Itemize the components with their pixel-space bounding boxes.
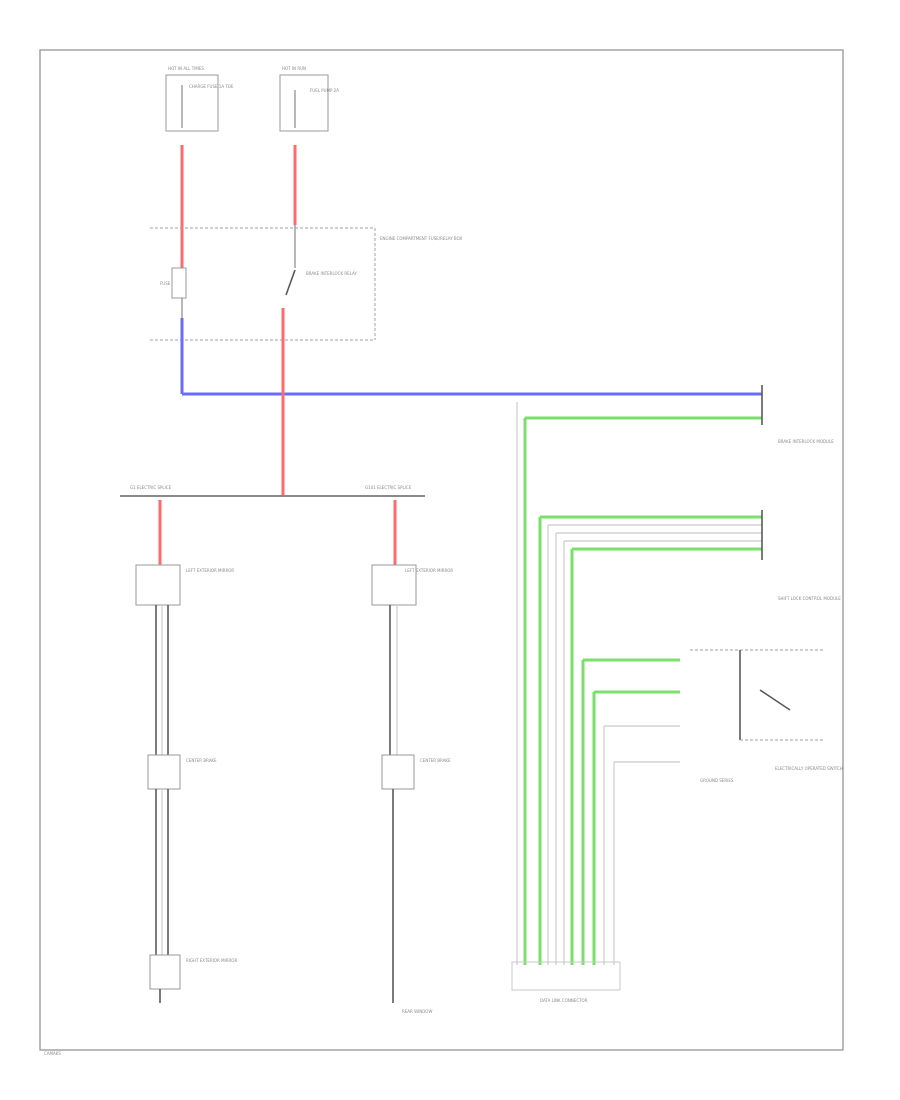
left-lower-label: RIGHT EXTERIOR MIRROR [186, 958, 237, 963]
right-lower-label: REAR WINDOW [402, 1009, 432, 1014]
relay-label: BRAKE INTERLOCK RELAY [306, 271, 357, 276]
left-center-component: CENTER BRAKE [147, 754, 217, 790]
left-upper-component: LEFT EXTERIOR MIRROR [135, 564, 234, 606]
fuse-box-right-text: FUEL PUMP 2A [310, 88, 339, 93]
right-upper-component: LEFT EXTERIOR MIRROR [371, 564, 453, 606]
right-lower-component: REAR WINDOW [402, 1009, 432, 1014]
relay-block-title: ENGINE COMPARTMENT FUSE/RELAY BOX [380, 236, 462, 241]
corner-mark: CAMAKS [44, 1051, 61, 1056]
connector-label: DATA LINK CONNECTOR [540, 998, 588, 1003]
junction-right-label: G101 ELECTRIC SPLICE [365, 485, 412, 490]
relay-block: ENGINE COMPARTMENT FUSE/RELAY BOX FUSE B… [150, 225, 462, 341]
relay-fuse-label: FUSE [160, 281, 171, 286]
fuse-box-left: HOT IN ALL TIMES CHARGE FUSE 1A TOE [165, 66, 234, 132]
module-mid: SHIFT LOCK CONTROL MODULE [761, 510, 841, 601]
right-center-label: CENTER BRAKE [420, 758, 451, 763]
junction-left-label: G1 ELECTRIC SPLICE [130, 485, 172, 490]
left-center-label: CENTER BRAKE [186, 758, 217, 763]
fuse-box-left-text: CHARGE FUSE 1A TOE [189, 84, 234, 89]
module-mid-label: SHIFT LOCK CONTROL MODULE [778, 596, 841, 601]
right-center-component: CENTER BRAKE [381, 754, 451, 790]
module-top: BRAKE INTERLOCK MODULE [761, 385, 834, 444]
fuse-box-right-header: HOT IN RUN [282, 66, 306, 71]
switch-label: ELECTRICALLY OPERATED SWITCH [775, 766, 843, 771]
left-upper-label: LEFT EXTERIOR MIRROR [186, 568, 234, 573]
relay-contact [285, 269, 296, 296]
ground-label: GROUND SERIES [700, 778, 734, 783]
data-link-connector: DATA LINK CONNECTOR [511, 961, 621, 1003]
fuse-box-right: HOT IN RUN FUEL PUMP 2A [279, 66, 339, 132]
switch-component: ELECTRICALLY OPERATED SWITCH GROUND SERI… [690, 649, 843, 783]
fuse-box-left-header: HOT IN ALL TIMES [168, 66, 204, 71]
green-harness [516, 402, 762, 965]
module-top-label: BRAKE INTERLOCK MODULE [778, 439, 834, 444]
diagram-frame [39, 49, 844, 1051]
left-lower-component: RIGHT EXTERIOR MIRROR [149, 954, 237, 1003]
right-upper-label: LEFT EXTERIOR MIRROR [405, 568, 453, 573]
